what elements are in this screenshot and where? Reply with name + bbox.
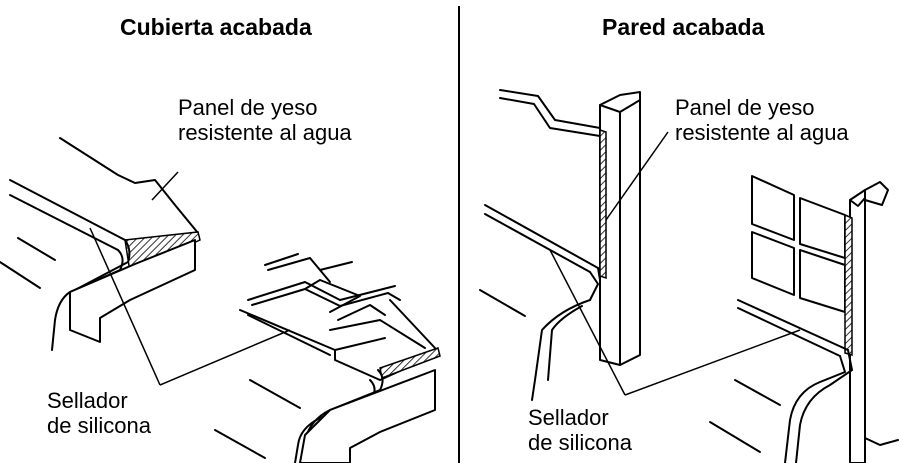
wall-illustration [479,89,899,463]
countertop-panel-label-line2: resistente al agua [178,120,352,145]
countertop-sealant-label-line2: de silicona [47,413,151,438]
wall-sealant-label-line1: Sellador [528,405,609,430]
countertop-illustration [0,137,441,463]
wall-sealant-label: Sellador de silicona [528,405,632,455]
countertop-sealant-label-line1: Sellador [47,388,128,413]
wall-panel-label: Panel de yeso resistente al agua [675,95,849,145]
wall-sealant-label-line2: de silicona [528,430,632,455]
countertop-panel-label: Panel de yeso resistente al agua [178,95,352,145]
wall-panel-label-line2: resistente al agua [675,120,849,145]
wall-title: Pared acabada [602,14,765,40]
finished-wall-panel: Pared acabada [460,0,899,463]
panel-divider [458,6,460,463]
wall-panel-label-line1: Panel de yeso [675,95,815,120]
finished-countertop-panel: Cubierta acabada [0,14,441,463]
countertop-title: Cubierta acabada [120,14,312,40]
countertop-sealant-label: Sellador de silicona [47,388,151,438]
countertop-panel-label-line1: Panel de yeso [178,95,318,120]
